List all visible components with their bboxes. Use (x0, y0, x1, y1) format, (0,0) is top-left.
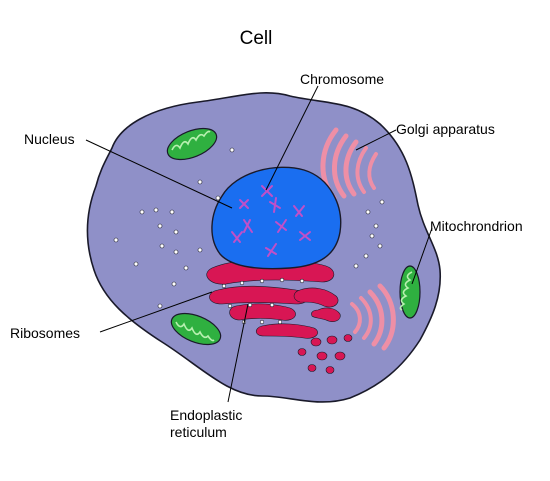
nucleus-label: Nucleus (24, 131, 75, 147)
ribosomes-on-er (221, 277, 305, 325)
ribosomes-label: Ribosomes (10, 325, 80, 341)
mitochondrion-bottom-left (170, 312, 222, 346)
nucleus (211, 166, 342, 270)
mitochondrion-right (399, 265, 421, 319)
chromosomes (231, 185, 311, 257)
mitochondrion-top-left (166, 127, 218, 161)
leader-lines (85, 85, 433, 403)
endoplasmic-reticulum-label-line2: reticulum (170, 424, 227, 440)
free-ribosomes (113, 147, 385, 309)
diagram-title: Cell (240, 28, 273, 49)
chromosome-label: Chromosome (300, 71, 384, 87)
mitochondrion-label: Mitochrondrion (430, 218, 523, 234)
endoplasmic-reticulum-label-line1: Endoplastic (170, 407, 242, 423)
golgi-apparatus-lower (350, 283, 396, 351)
golgi-apparatus-label: Golgi apparatus (396, 121, 495, 137)
